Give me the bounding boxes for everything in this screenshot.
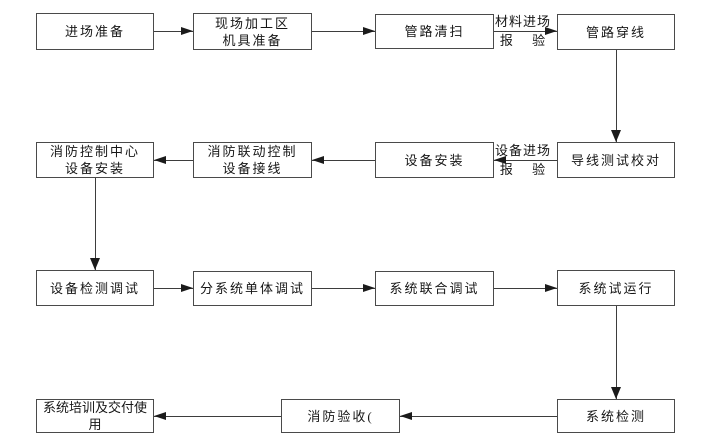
connector-line bbox=[154, 31, 193, 32]
arrowhead-down-icon bbox=[611, 387, 621, 399]
arrowhead-left-icon bbox=[154, 156, 166, 164]
flow-step-system-joint-debug: 系统联合调试 bbox=[375, 271, 494, 306]
flow-step-wire-test-check: 导线测试校对 bbox=[557, 142, 675, 178]
flow-step-label: 系统试运行 bbox=[578, 280, 654, 296]
connector-line bbox=[494, 31, 557, 32]
flow-step-label: 管路穿线 bbox=[585, 24, 646, 40]
flow-step-entry-preparation: 进场准备 bbox=[36, 13, 154, 50]
flow-step-label: 消防控制中心 设备安装 bbox=[49, 144, 140, 176]
arrowhead-left-icon bbox=[154, 412, 166, 420]
arrowhead-left-icon bbox=[312, 156, 324, 164]
flow-step-subsystem-unit-debug: 分系统单体调试 bbox=[193, 271, 312, 306]
flow-step-system-inspection: 系统检测 bbox=[557, 399, 675, 433]
flow-step-system-trial-run: 系统试运行 bbox=[557, 270, 675, 306]
arrowhead-down-icon bbox=[90, 258, 100, 270]
connector-line bbox=[154, 160, 193, 161]
connector-line bbox=[494, 160, 557, 161]
flow-step-label: 导线测试校对 bbox=[570, 152, 661, 168]
flow-step-site-machining-area: 现场加工区 机具准备 bbox=[193, 13, 312, 50]
edge-label-equipment-entry-report-top: 设备进场 bbox=[494, 143, 551, 158]
connector-line bbox=[154, 288, 193, 289]
flow-step-label: 设备检测调试 bbox=[49, 280, 140, 296]
connector-line bbox=[312, 31, 375, 32]
flow-step-label: 分系统单体调试 bbox=[199, 281, 305, 296]
connector-line bbox=[312, 160, 375, 161]
arrowhead-left-icon bbox=[400, 412, 412, 420]
arrowhead-right-icon bbox=[181, 27, 193, 35]
flow-step-label: 现场加工区 机具准备 bbox=[214, 15, 290, 48]
arrowhead-right-icon bbox=[363, 27, 375, 35]
flow-step-control-center-install: 消防控制中心 设备安装 bbox=[36, 142, 154, 178]
connector-line bbox=[616, 50, 617, 142]
connector-line bbox=[154, 416, 281, 417]
flow-step-label: 消防验收( bbox=[307, 408, 374, 424]
arrowhead-right-icon bbox=[181, 284, 193, 292]
flow-step-label: 进场准备 bbox=[64, 24, 125, 39]
flow-step-label: 系统联合调试 bbox=[389, 281, 480, 296]
flow-step-pipe-cleaning: 管路清扫 bbox=[375, 14, 494, 49]
edge-label-equipment-entry-report-bottom: 报 验 bbox=[499, 162, 547, 177]
flow-step-equipment-install: 设备安装 bbox=[375, 142, 494, 178]
arrowhead-left-icon bbox=[494, 156, 506, 164]
arrowhead-right-icon bbox=[363, 284, 375, 292]
arrowhead-right-icon bbox=[545, 27, 557, 35]
edge-label-material-entry-report-top: 材料进场 bbox=[494, 14, 551, 29]
arrowhead-down-icon bbox=[611, 130, 621, 142]
flow-step-label: 系统检测 bbox=[585, 408, 646, 424]
edge-label-material-entry-report-bottom: 报 验 bbox=[499, 33, 547, 48]
connector-line bbox=[400, 416, 557, 417]
flow-step-label: 消防联动控制 设备接线 bbox=[207, 144, 298, 176]
flow-step-linkage-control-wiring: 消防联动控制 设备接线 bbox=[193, 142, 312, 178]
connector-line bbox=[312, 288, 375, 289]
arrowhead-right-icon bbox=[545, 284, 557, 292]
flow-step-fire-acceptance: 消防验收( bbox=[281, 399, 400, 433]
flow-step-training-and-handover: 系统培训及交付使用 bbox=[36, 399, 154, 433]
flow-step-label: 系统培训及交付使用 bbox=[42, 400, 147, 432]
flow-step-label: 设备安装 bbox=[404, 152, 465, 168]
flow-step-pipe-wire-threading: 管路穿线 bbox=[557, 14, 675, 50]
flow-step-label: 管路清扫 bbox=[404, 24, 465, 39]
connector-line bbox=[616, 306, 617, 399]
flow-step-equipment-test-debug: 设备检测调试 bbox=[36, 270, 154, 306]
connector-line bbox=[95, 178, 96, 270]
connector-line bbox=[494, 288, 557, 289]
